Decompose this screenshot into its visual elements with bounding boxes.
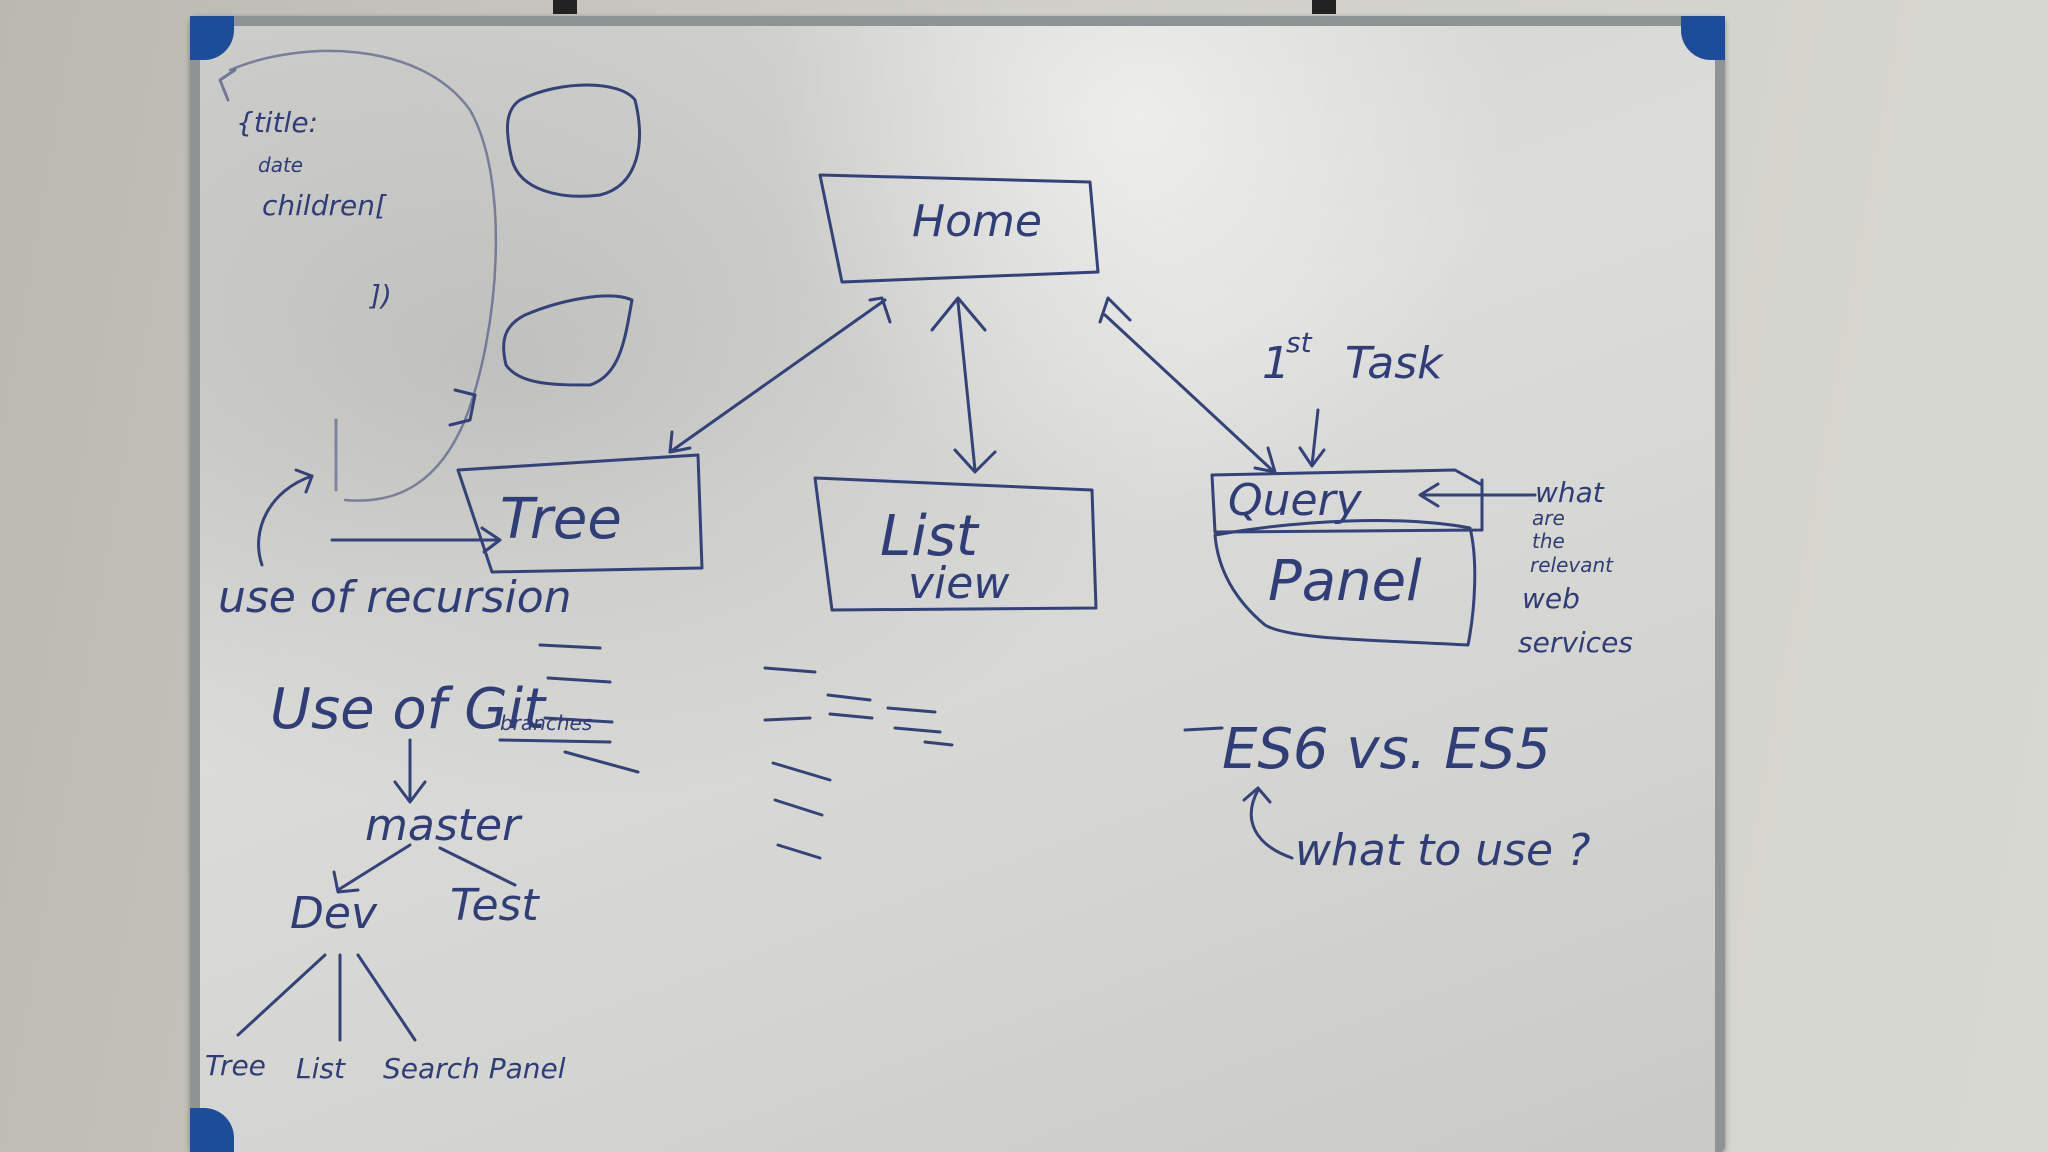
erased-bracket (218, 68, 237, 102)
json-title-text: {title: (236, 106, 318, 139)
es-question-note: what to use ? (1295, 825, 1590, 876)
dev-child-line-search (356, 953, 417, 1042)
blob-shape-top (506, 83, 641, 198)
services-note-services: services (1518, 626, 1633, 659)
arrow-home-tree-head-top (868, 296, 892, 324)
arrow-task-to-query (1310, 408, 1320, 467)
arrow-home-listview-head-top (930, 296, 987, 332)
recursion-note: use of recursion (218, 572, 572, 623)
tree-box-label: Tree (500, 487, 622, 552)
branch-master: master (365, 800, 523, 851)
note-dash (763, 716, 812, 722)
first-task-ordinal: 1 (1262, 338, 1290, 389)
note-dash (538, 643, 602, 650)
blob-shape-bottom (502, 294, 634, 387)
branch-line-master-dev (336, 843, 412, 892)
branch-line-master-dev-head (332, 870, 360, 894)
note-dash (893, 726, 942, 734)
arrow-home-query (1103, 313, 1274, 472)
services-note-are: are (1532, 506, 1565, 530)
arrow-home-listview (956, 300, 977, 472)
es-comparison-note: ES6 vs. ES5 (1222, 717, 1551, 782)
note-dash (923, 740, 954, 747)
arrow-to-tree-head (480, 526, 502, 554)
branch-dev: Dev (290, 888, 378, 939)
git-note-main: Use of Git (270, 677, 547, 742)
json-date-text: date (258, 153, 303, 177)
note-dash (563, 750, 640, 774)
erased-loop (228, 49, 498, 502)
panel-box (1213, 519, 1477, 647)
query-box-label: Query (1228, 475, 1363, 526)
note-dash (886, 706, 937, 714)
whiteboard-surface (200, 26, 1715, 1152)
board-hook-right (1312, 0, 1336, 14)
branch-line-master-test (438, 846, 517, 887)
dev-child-search-panel: Search Panel (383, 1052, 566, 1085)
arrow-question-head (1242, 786, 1272, 804)
arrow-question-curve (1249, 788, 1294, 860)
arrow-git-to-master-head (393, 780, 427, 804)
home-box (818, 173, 1100, 284)
arrow-recursion-head (294, 468, 314, 494)
note-dash (763, 666, 817, 674)
json-close-text: ]) (368, 279, 392, 312)
es-dash (1183, 726, 1224, 732)
note-dash (826, 693, 872, 702)
arrow-home-tree (668, 298, 887, 454)
listview-box (813, 476, 1098, 612)
services-note-what: what (1535, 476, 1605, 509)
listview-label-line1: List (880, 504, 980, 569)
home-box-label: Home (912, 196, 1042, 247)
services-note-relevant: relevant (1530, 553, 1614, 577)
services-note-web: web (1522, 582, 1580, 615)
note-dash (546, 676, 612, 684)
services-note-the: the (1532, 529, 1565, 553)
arrow-home-tree-head-bottom (668, 430, 692, 454)
note-dash (773, 798, 824, 817)
dev-child-list: List (296, 1052, 346, 1085)
branch-test: Test (450, 880, 540, 931)
arrow-home-query-head-top (1098, 296, 1132, 324)
json-children-text: children[ (262, 189, 387, 222)
first-task-word: Task (1345, 338, 1444, 389)
git-note-suffix: branches (500, 711, 592, 735)
note-dash (828, 712, 874, 720)
note-dash (771, 761, 832, 782)
arrow-home-query-head-bottom (1253, 446, 1277, 474)
tree-box (456, 453, 704, 574)
note-dash (776, 843, 822, 860)
arrow-services-to-query-head (1418, 482, 1440, 508)
arrow-recursion-curve (257, 474, 314, 567)
panel-box-label: Panel (1268, 549, 1422, 614)
arrow-task-to-query-head (1298, 446, 1326, 468)
bracket-mark (448, 388, 477, 427)
git-underline (498, 738, 612, 744)
listview-label-line2: view (908, 558, 1010, 609)
dev-child-line-tree (236, 953, 327, 1037)
board-hook-left (553, 0, 577, 14)
first-task-superscript: st (1286, 326, 1313, 359)
arrow-home-listview-head-bottom (953, 448, 997, 474)
note-dash (543, 716, 614, 724)
dev-child-tree: Tree (205, 1049, 266, 1082)
